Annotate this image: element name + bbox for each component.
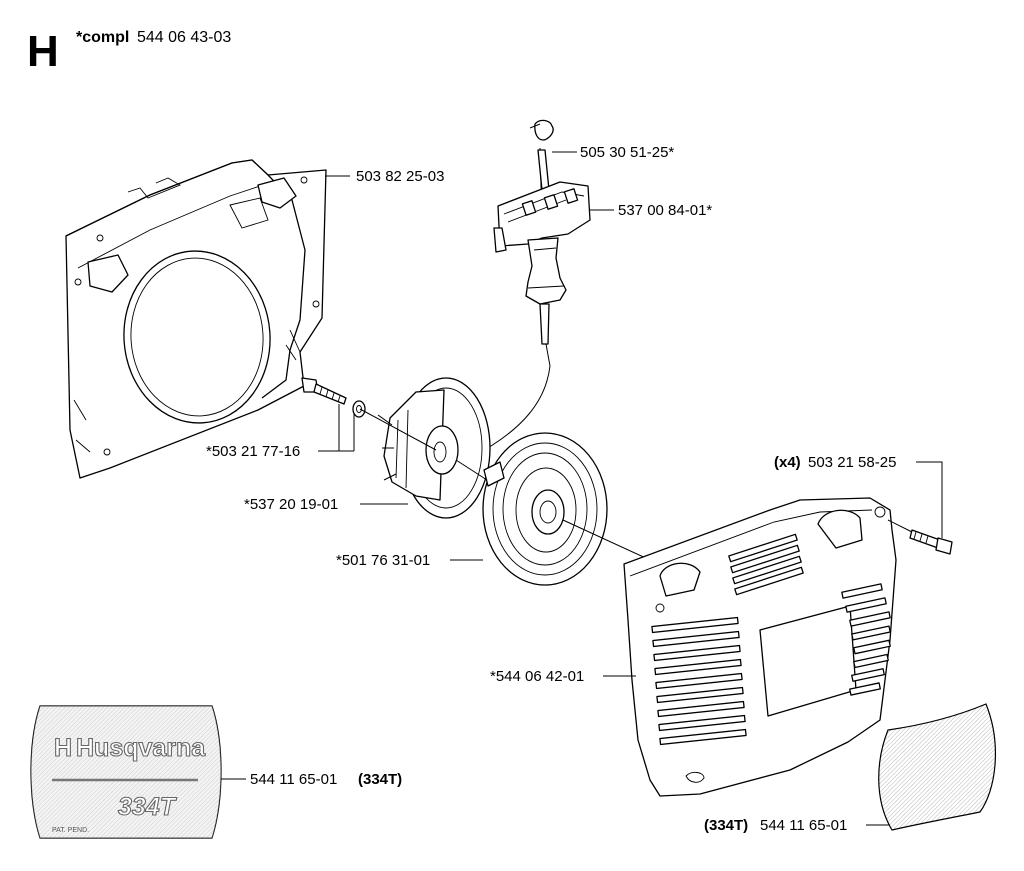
label-fan-housing: 503 82 25-03 <box>356 168 444 185</box>
label-starter-handle: 537 00 84-01* <box>618 202 712 219</box>
housing-screw-drawing <box>887 519 953 555</box>
screw-washer-drawing <box>301 377 366 418</box>
starter-handle-drawing <box>493 181 591 305</box>
cover-right-louvers <box>841 583 891 696</box>
decal-left: H Husqvarna 334T PAT. PEND. <box>30 705 222 839</box>
label-recoil-spring: *501 76 31-01 <box>336 552 430 569</box>
decal-brand-mark: H <box>54 734 72 762</box>
cover-left-louvers <box>651 616 747 746</box>
label-rope-pulley: *537 20 19-01 <box>244 496 338 513</box>
label-decal-right-model: (334T) <box>704 817 748 834</box>
starter-cover-drawing <box>623 497 897 797</box>
label-decal-left-number: 544 11 65-01 <box>250 771 337 788</box>
decal-brand-name: Husqvarna <box>76 734 206 762</box>
leader-lines <box>221 151 943 826</box>
callout-labels: 503 82 25-03 505 30 51-25* 537 00 84-01*… <box>206 144 896 834</box>
rope-pulley-drawing <box>359 377 491 519</box>
page-header: H *compl 544 06 43-03 <box>27 27 231 76</box>
recoil-spring-drawing <box>455 432 651 586</box>
fan-housing-drawing <box>65 159 327 479</box>
label-decal-right-number: 544 11 65-01 <box>760 817 847 834</box>
decal-patent: PAT. PEND. <box>52 827 89 834</box>
label-starter-cover: *544 06 42-01 <box>490 668 584 685</box>
label-housing-screw: 503 21 58-25 <box>808 454 896 471</box>
decal-right <box>878 703 996 831</box>
compl-label: *compl <box>76 29 129 46</box>
label-decal-left-model: (334T) <box>358 771 402 788</box>
label-screw-washer: *503 21 77-16 <box>206 443 300 460</box>
decal-model: 334T <box>118 793 178 821</box>
label-housing-screw-qty: (x4) <box>774 454 801 471</box>
label-starter-cord: 505 30 51-25* <box>580 144 674 161</box>
cover-top-slots <box>728 533 804 596</box>
compl-number: 544 06 43-03 <box>137 29 231 46</box>
section-letter: H <box>27 27 59 76</box>
